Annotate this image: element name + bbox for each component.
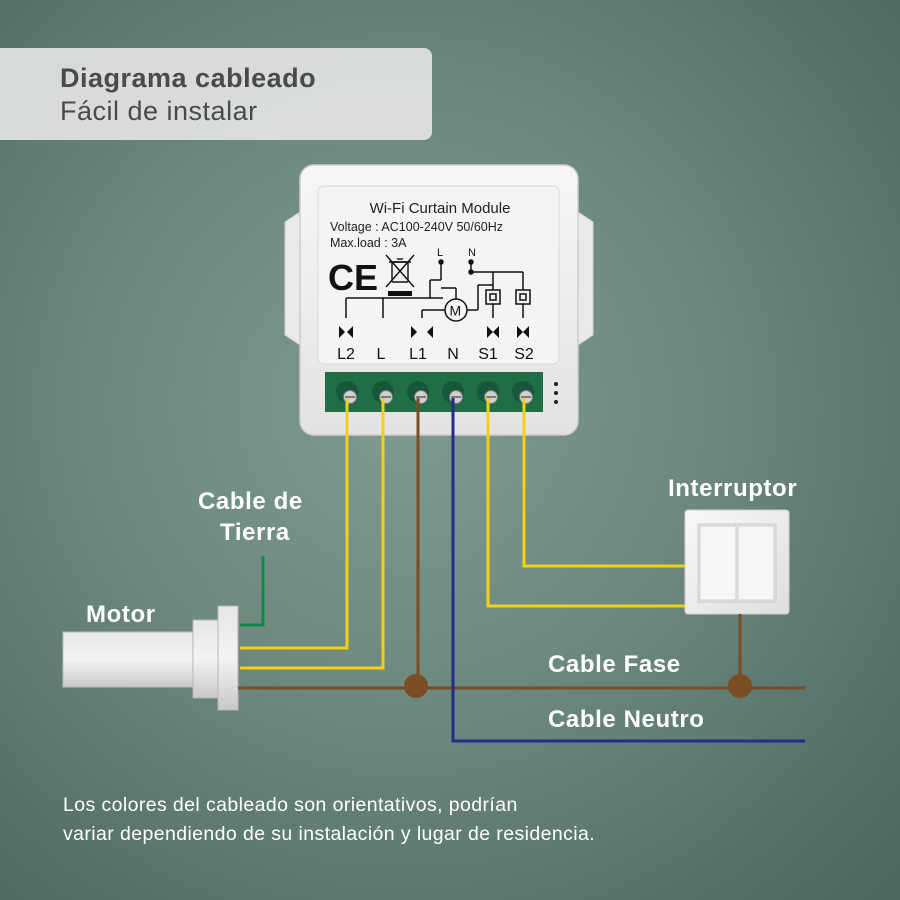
screw-s2 bbox=[512, 381, 534, 404]
terminal-label-l1: L1 bbox=[409, 346, 427, 363]
wire-s1 bbox=[486, 398, 685, 608]
wall-switch bbox=[684, 509, 790, 615]
ce-mark: CE bbox=[328, 257, 378, 298]
terminal-block bbox=[325, 372, 543, 412]
terminal-label-n: N bbox=[447, 346, 459, 363]
diagram-subtitle: Fácil de instalar bbox=[60, 96, 258, 126]
wires bbox=[238, 398, 805, 743]
arrow-l2-icon bbox=[339, 326, 353, 338]
module-schematic: L N bbox=[345, 247, 531, 322]
schematic-label-n: N bbox=[468, 247, 476, 259]
switch-label: Interruptor bbox=[668, 475, 798, 502]
disclaimer-line2: variar dependiendo de su instalación y l… bbox=[63, 823, 596, 845]
module-voltage: Voltage : AC100-240V 50/60Hz bbox=[330, 220, 503, 234]
disclaimer-line1: Los colores del cableado son orientativo… bbox=[63, 794, 518, 816]
phase-label: Cable Fase bbox=[548, 651, 681, 678]
terminal-label-s1: S1 bbox=[478, 346, 498, 363]
motor bbox=[62, 605, 239, 711]
wire-l2 bbox=[240, 398, 349, 650]
status-dots bbox=[554, 382, 558, 404]
curtain-module: Wi-Fi Curtain Module Voltage : AC100-240… bbox=[284, 164, 594, 436]
terminal-label-l2: L2 bbox=[337, 346, 355, 363]
switch-rocker-left bbox=[699, 525, 737, 601]
screw-l1 bbox=[407, 381, 429, 404]
arrow-l1-icon bbox=[411, 326, 433, 338]
ground-label-line1: Cable de bbox=[198, 488, 303, 515]
weee-bin-icon bbox=[385, 254, 415, 296]
schematic-label-l: L bbox=[437, 247, 443, 259]
terminal-arrows bbox=[339, 326, 529, 338]
module-max-load: Max.load : 3A bbox=[330, 236, 407, 250]
arrow-s1-icon bbox=[487, 326, 499, 338]
wire-s2 bbox=[522, 398, 685, 568]
phase-junction-right bbox=[728, 674, 752, 698]
motor-symbol: M bbox=[450, 303, 462, 319]
title-panel bbox=[0, 48, 432, 140]
module-name: Wi-Fi Curtain Module bbox=[370, 200, 511, 217]
ground-label-line2: Tierra bbox=[220, 519, 290, 546]
neutral-label: Cable Neutro bbox=[548, 706, 705, 733]
wire-l bbox=[240, 398, 385, 670]
terminal-label-s2: S2 bbox=[514, 346, 534, 363]
arrow-s2-icon bbox=[517, 326, 529, 338]
terminal-label-l: L bbox=[377, 346, 386, 363]
screw-s1 bbox=[477, 381, 499, 404]
neutral-wire bbox=[451, 398, 805, 743]
motor-label: Motor bbox=[86, 601, 156, 628]
switch-rocker-right bbox=[737, 525, 775, 601]
diagram-title: Diagrama cableado bbox=[60, 63, 317, 93]
phase-junction-left bbox=[404, 674, 428, 698]
ground-wire bbox=[240, 556, 265, 627]
